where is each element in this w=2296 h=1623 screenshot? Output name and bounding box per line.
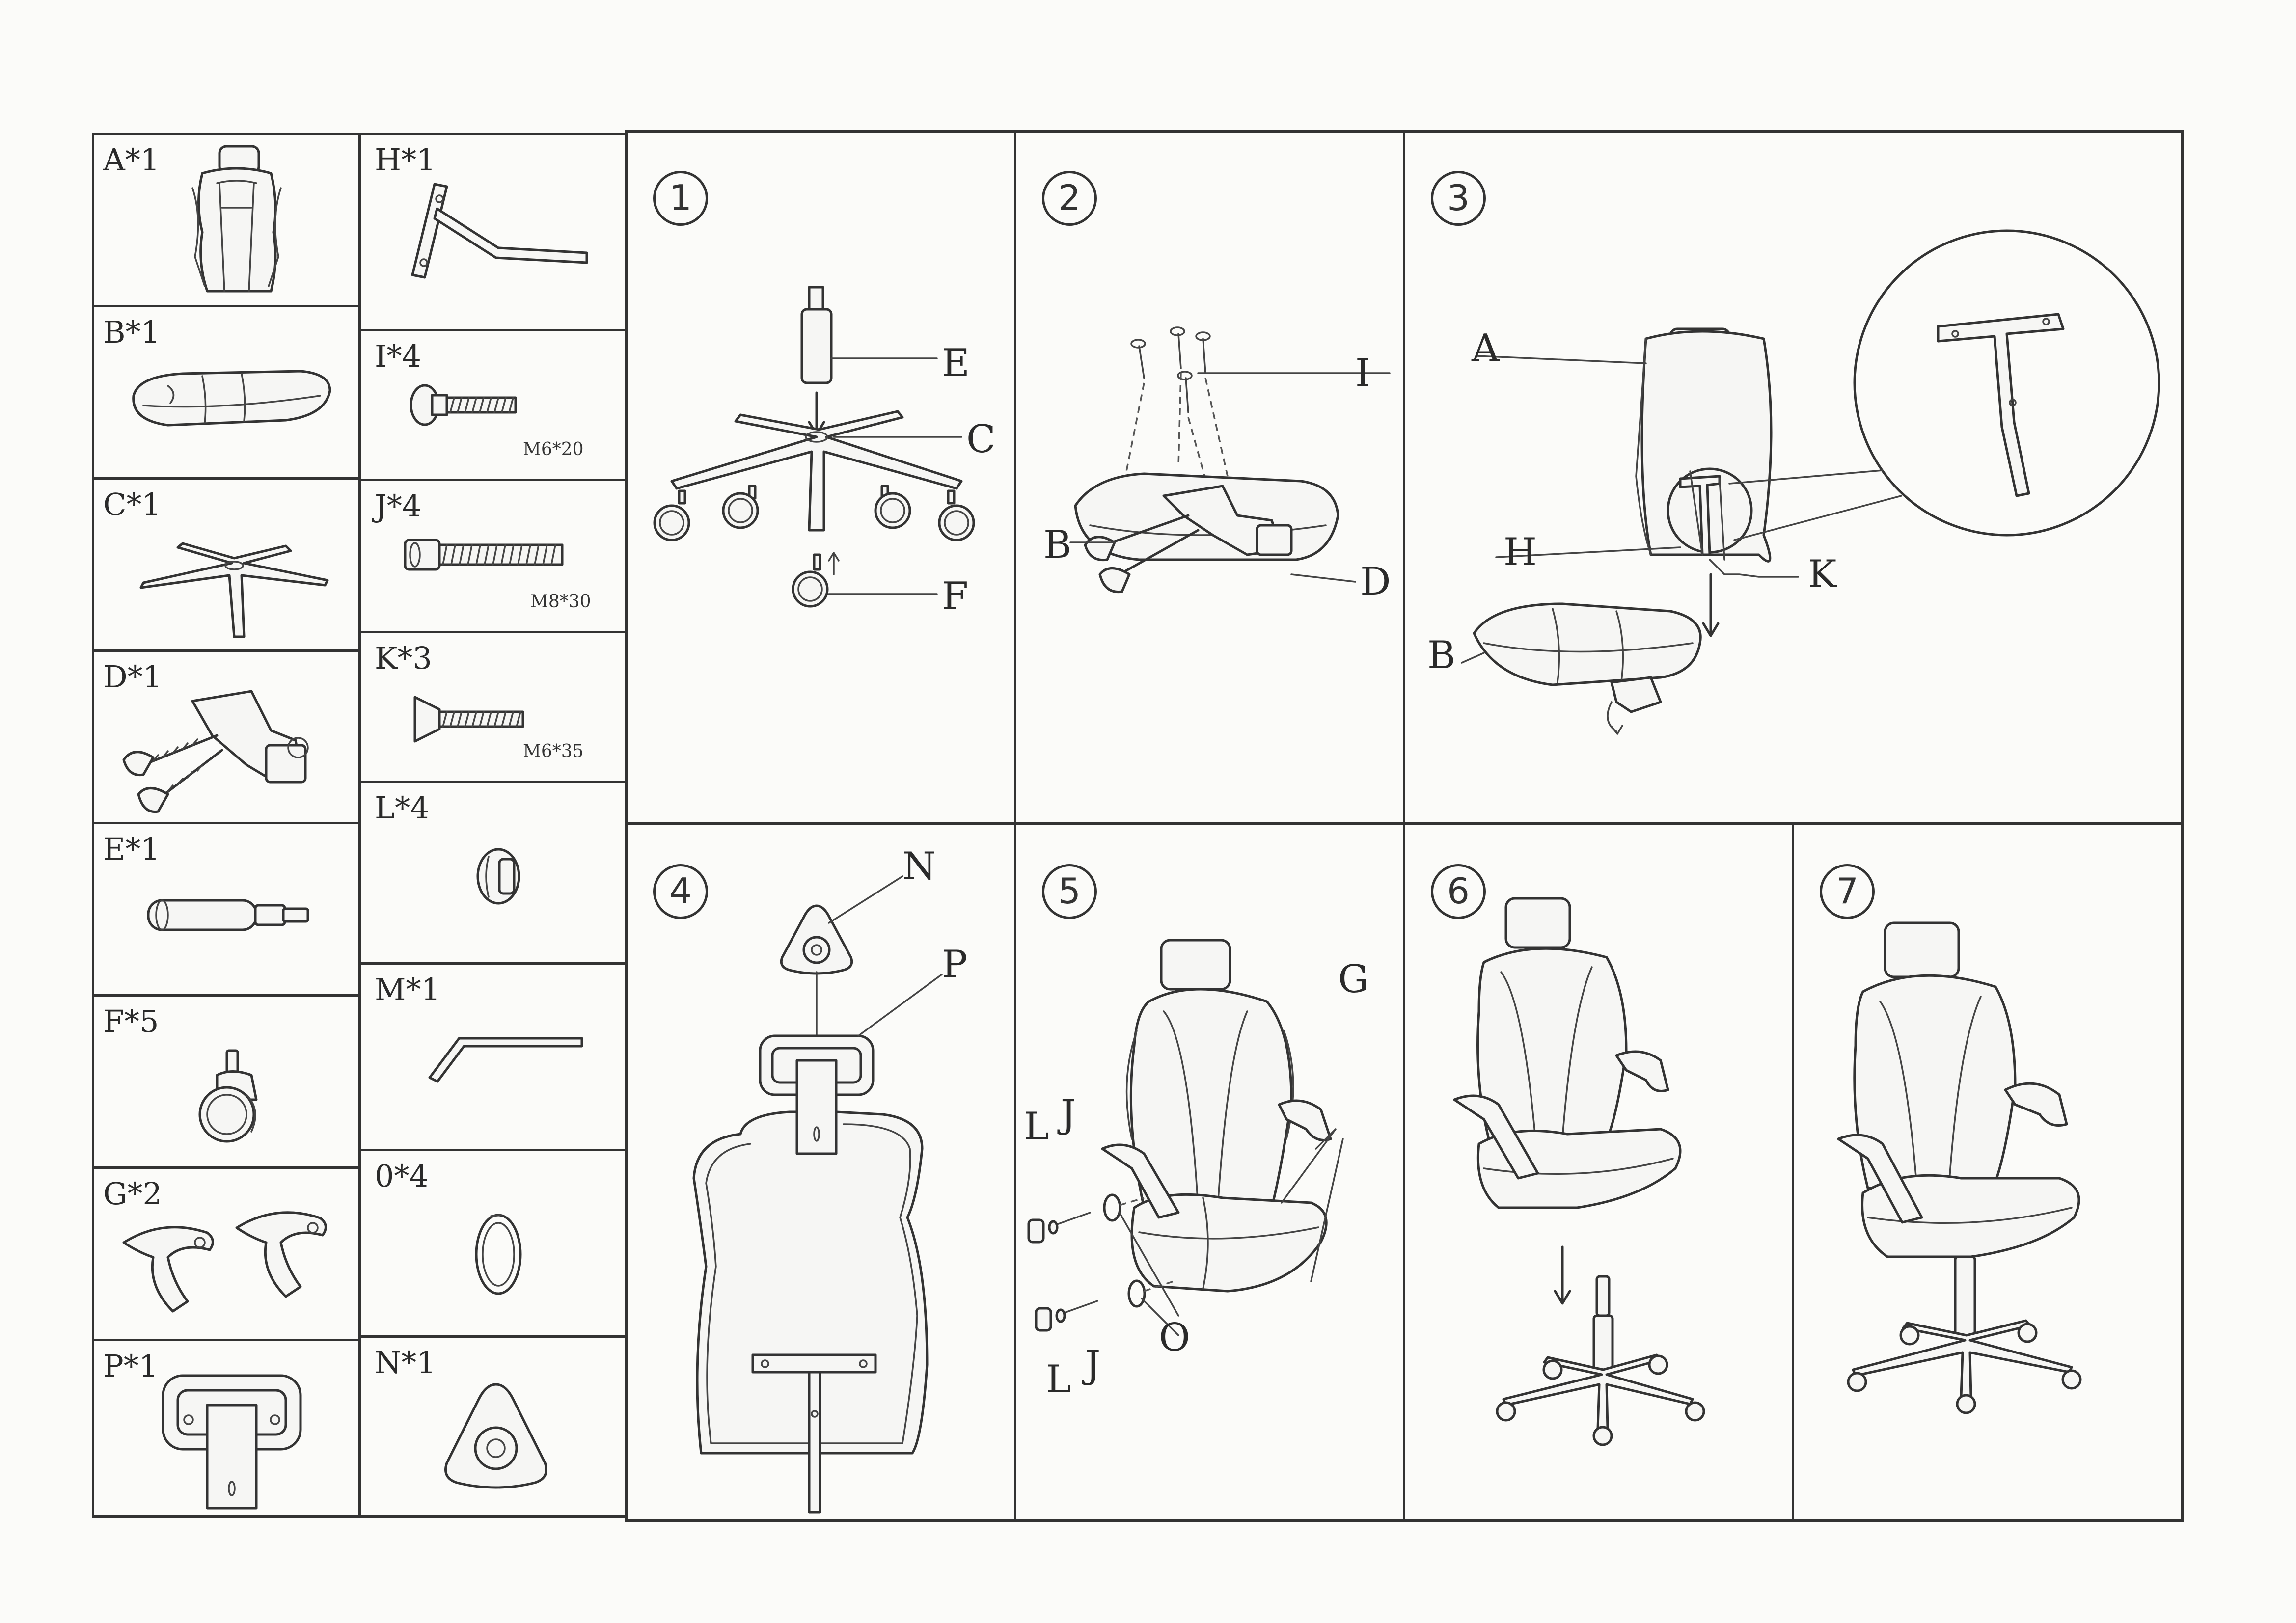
callout-d: D bbox=[1360, 560, 1391, 604]
step-2-leaders bbox=[1016, 133, 1408, 827]
step-panel-7: 7 bbox=[1792, 822, 2184, 1522]
part-label: N*1 bbox=[375, 1345, 436, 1380]
bolt-spec: M6*20 bbox=[523, 439, 584, 460]
step-number: 6 bbox=[1431, 864, 1486, 919]
step-number: 4 bbox=[653, 864, 708, 919]
callout-j: J bbox=[1085, 1343, 1101, 1387]
step-number: 3 bbox=[1431, 171, 1486, 226]
cover-drawing bbox=[435, 1377, 557, 1500]
callout-j: J bbox=[1061, 1092, 1076, 1136]
step-panel-2: 2 I B D bbox=[1014, 130, 1405, 825]
part-label: J*4 bbox=[375, 488, 422, 524]
bolt-m6-20-drawing bbox=[405, 380, 523, 430]
part-label: D*1 bbox=[103, 659, 163, 695]
part-label: P*1 bbox=[103, 1348, 159, 1384]
part-cell-g: G*2 bbox=[92, 1166, 361, 1341]
part-label: L*4 bbox=[375, 790, 430, 826]
part-label: G*2 bbox=[103, 1176, 162, 1212]
part-cell-f: F*5 bbox=[92, 994, 361, 1169]
callout-f: F bbox=[942, 574, 969, 619]
bolt-m8-30-drawing bbox=[400, 530, 567, 579]
part-cell-d: D*1 bbox=[92, 649, 361, 824]
callout-g: G bbox=[1338, 957, 1369, 1001]
screw-m6-35-drawing bbox=[410, 692, 528, 746]
callout-b: B bbox=[1427, 633, 1456, 677]
step-panel-5: 5 L bbox=[1014, 822, 1405, 1522]
base-drawing bbox=[129, 514, 335, 647]
bolt-spec: M8*30 bbox=[530, 592, 591, 612]
callout-h: H bbox=[1503, 530, 1537, 574]
headrest-bracket-drawing bbox=[158, 1366, 305, 1513]
part-label: H*1 bbox=[375, 142, 436, 178]
part-label: F*5 bbox=[103, 1003, 159, 1039]
step-panel-6: 6 bbox=[1403, 822, 1794, 1522]
part-cell-k: K*3 M6*35 bbox=[358, 631, 628, 783]
connector-bracket-drawing bbox=[400, 179, 606, 287]
part-cell-m: M*1 bbox=[358, 962, 628, 1151]
callout-a: A bbox=[1472, 326, 1500, 371]
part-label: A*1 bbox=[103, 142, 160, 178]
part-cell-p: P*1 bbox=[92, 1339, 361, 1518]
step-3-drawing bbox=[1405, 133, 2186, 827]
step-panel-3: 3 bbox=[1403, 130, 2184, 825]
step-number: 1 bbox=[653, 171, 708, 226]
callout-i: I bbox=[1355, 351, 1370, 395]
part-label: 0*4 bbox=[375, 1158, 429, 1194]
callout-p: P bbox=[942, 943, 968, 987]
part-label: I*4 bbox=[375, 338, 421, 374]
part-cell-h: H*1 bbox=[358, 133, 628, 331]
cap-drawing bbox=[469, 842, 528, 911]
part-label: C*1 bbox=[103, 487, 161, 522]
allen-key-drawing bbox=[420, 1019, 592, 1092]
part-cell-j: J*4 M8*30 bbox=[358, 479, 628, 633]
part-cell-b: B*1 bbox=[92, 305, 361, 480]
callout-e: E bbox=[942, 341, 970, 385]
step-6-drawing bbox=[1405, 825, 1797, 1524]
step-panel-1: 1 bbox=[625, 130, 1016, 825]
step-4-drawing bbox=[628, 825, 1019, 1524]
part-cell-n: N*1 bbox=[358, 1335, 628, 1518]
part-cell-o: 0*4 bbox=[358, 1149, 628, 1338]
mechanism-drawing bbox=[104, 672, 350, 819]
callout-n: N bbox=[902, 844, 936, 889]
step-1-drawing bbox=[637, 280, 1001, 795]
screw-spec: M6*35 bbox=[523, 741, 584, 761]
part-label: M*1 bbox=[375, 972, 440, 1007]
seat-drawing bbox=[124, 356, 340, 445]
washer-drawing bbox=[464, 1205, 533, 1303]
callout-l: L bbox=[1024, 1105, 1049, 1149]
part-label: K*3 bbox=[375, 640, 432, 676]
callout-l: L bbox=[1046, 1357, 1071, 1402]
step-number: 7 bbox=[1820, 864, 1875, 919]
step-number: 2 bbox=[1042, 171, 1097, 226]
callout-b: B bbox=[1043, 523, 1072, 567]
part-label: B*1 bbox=[103, 314, 161, 350]
part-cell-a: A*1 bbox=[92, 133, 361, 307]
part-cell-e: E*1 bbox=[92, 822, 361, 997]
callout-c: C bbox=[966, 417, 996, 461]
caster-drawing bbox=[188, 1046, 286, 1154]
step-5-drawing bbox=[1016, 825, 1408, 1524]
step-7-drawing bbox=[1794, 825, 2186, 1524]
step-number: 5 bbox=[1042, 864, 1097, 919]
part-label: E*1 bbox=[103, 831, 160, 867]
backrest-drawing bbox=[173, 144, 301, 301]
callout-o: O bbox=[1159, 1316, 1190, 1360]
armrest-drawing bbox=[114, 1184, 350, 1331]
part-cell-l: L*4 bbox=[358, 781, 628, 965]
part-cell-i: I*4 M6*20 bbox=[358, 329, 628, 481]
part-cell-c: C*1 bbox=[92, 477, 361, 652]
gas-lift-drawing bbox=[143, 888, 320, 947]
callout-k: K bbox=[1808, 552, 1837, 596]
step-panel-4: 4 N P bbox=[625, 822, 1016, 1522]
